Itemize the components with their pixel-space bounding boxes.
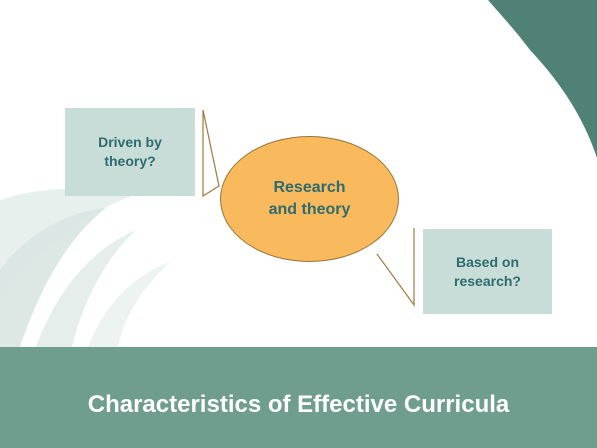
- connector-line-right: [376, 228, 415, 307]
- center-line2: and theory: [268, 201, 351, 218]
- callout-left-line1: Driven by: [98, 134, 162, 150]
- corner-swoosh-icon: [488, 0, 597, 158]
- title-band: Characteristics of Effective Curricula: [0, 347, 597, 448]
- connector-line-left: [202, 109, 220, 198]
- center-line1: Research: [273, 179, 346, 196]
- callout-box-based-on-research: Based on research?: [423, 229, 552, 314]
- leaf-swoosh-icon: [36, 230, 136, 347]
- callout-right-line2: research?: [454, 272, 521, 289]
- center-ellipse: Research and theory: [220, 136, 399, 262]
- leaf-swoosh-icon: [0, 188, 132, 300]
- callout-left-line2: theory?: [104, 153, 156, 169]
- leaf-swoosh-icon: [0, 208, 106, 347]
- leaf-swoosh-icon: [88, 262, 170, 347]
- slide-title: Characteristics of Effective Curricula: [87, 390, 510, 418]
- callout-right-line1: Based on: [455, 253, 519, 270]
- callout-box-driven-by-theory: Driven by theory?: [65, 108, 195, 196]
